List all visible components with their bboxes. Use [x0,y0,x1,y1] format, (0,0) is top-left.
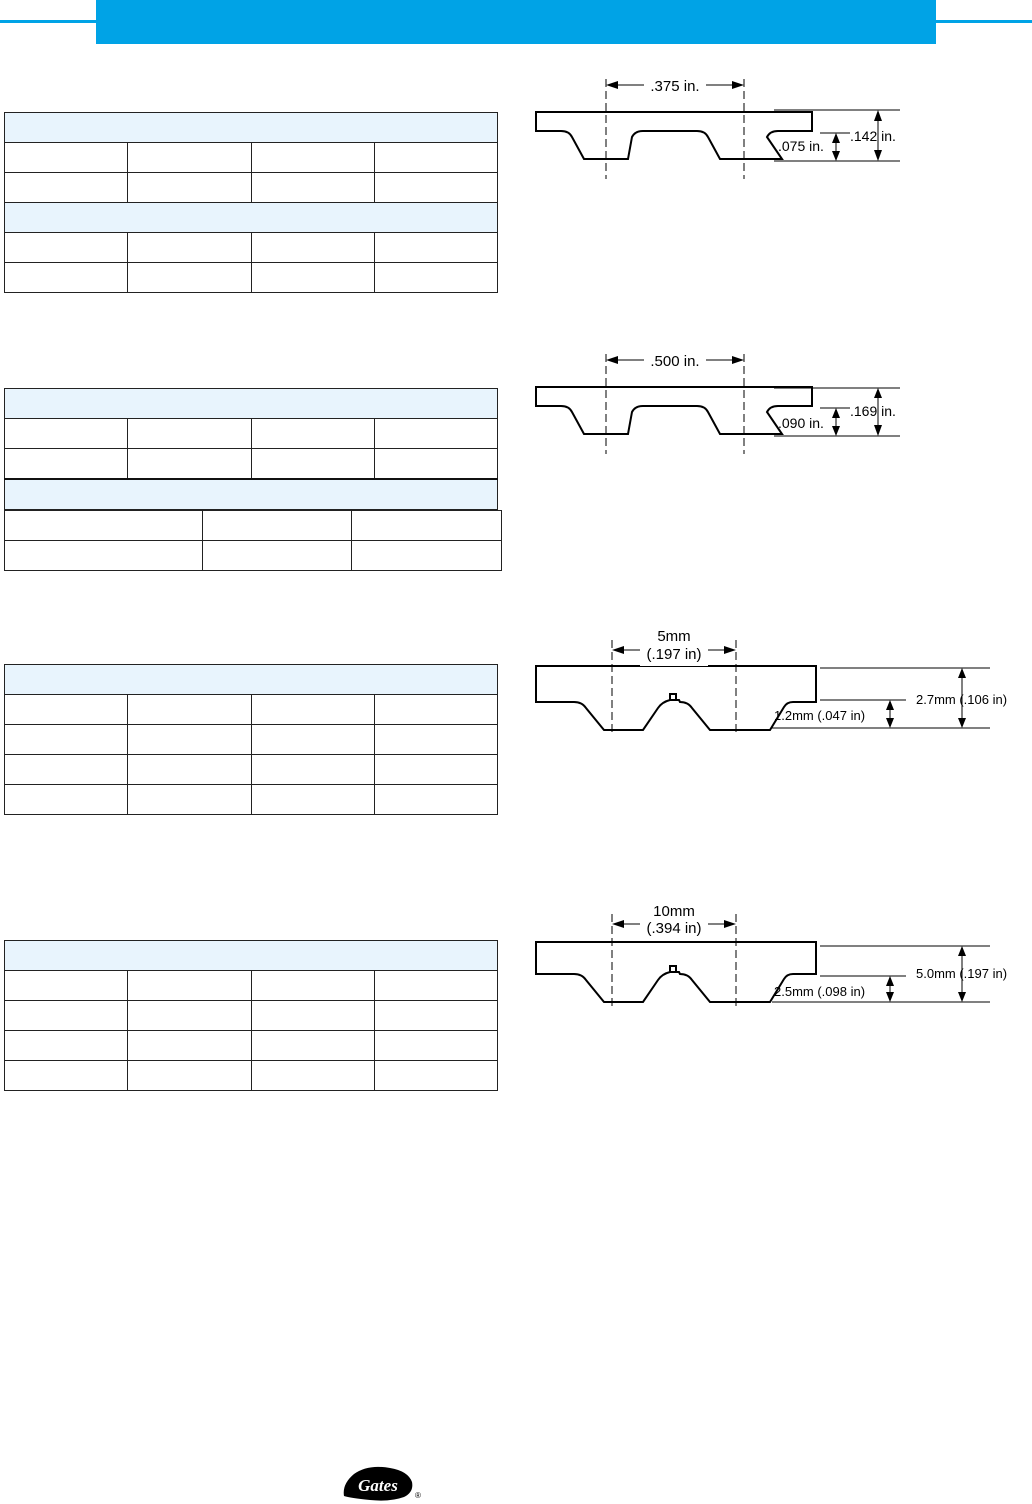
arrow-right-icon [724,646,736,654]
pitch-label: 5mm [657,628,690,645]
table-row [3,418,499,449]
belt-height-label: .169 in. [850,403,896,419]
arrow-down-icon [886,718,894,728]
table-section-header [4,388,498,419]
pitch-label: .500 in. [650,353,699,370]
arrow-up-icon [832,408,840,418]
pitch-label: 10mm [653,903,695,920]
tooth-height-label: .090 in. [778,415,824,431]
table-row [3,1000,499,1031]
arrow-left-icon [606,81,618,89]
arrow-down-icon [832,426,840,436]
table-row [3,262,499,293]
table-row [3,1060,499,1091]
tooth-height-label: 1.2mm (.047 in) [774,708,865,723]
table-section-header [4,112,498,143]
arrow-down-icon [874,150,882,161]
table-row [3,1030,499,1061]
belt-height-label: 2.7mm (.106 in) [916,692,1007,707]
tooth-height-label: 2.5mm (.098 in) [774,984,865,999]
belt-height-label: .142 in. [850,128,896,144]
spec-table-3 [3,664,499,815]
arrow-left-icon [612,646,624,654]
belt-height-label: 5.0mm (.197 in) [916,966,1007,981]
table-row [3,448,499,480]
gates-logo: Gates ® [343,1466,421,1501]
tooth-height-label: .075 in. [778,138,824,154]
table-row [3,172,499,203]
table-section-header [4,202,498,233]
table-row [4,510,502,541]
table-row [3,694,499,725]
arrow-down-icon [958,992,966,1002]
arrow-down-icon [832,151,840,161]
header-bar [96,0,936,44]
table-section-header [4,478,498,510]
table-row [3,970,499,1001]
spec-table-4 [3,940,499,1091]
arrow-up-icon [958,946,966,956]
registered-mark: ® [415,1491,421,1500]
pitch-label: .375 in. [650,78,699,95]
spec-table-2b [4,510,502,571]
belt-outline [535,941,817,1003]
table-row [3,142,499,173]
belt-outline [535,111,813,160]
arrow-up-icon [832,133,840,143]
arrow-up-icon [874,388,882,398]
table-section-header [4,664,498,695]
belt-outline [535,386,813,435]
spec-table-2 [3,388,499,510]
arrow-left-icon [612,920,624,928]
arrow-up-icon [874,110,882,121]
arrow-down-icon [886,992,894,1002]
belt-profile-diagram-4: 10mm (.394 in) 2.5mm (.098 in) 5.0mm (.1… [535,902,1007,1010]
gates-logo-text: Gates [358,1476,398,1495]
table-row [4,540,502,571]
arrow-right-icon [732,356,744,364]
arrow-right-icon [732,81,744,89]
belt-profile-diagram-1: .375 in. .075 in. .142 in. [535,77,900,179]
arrow-right-icon [724,920,736,928]
table-section-header [4,940,498,971]
spec-table-1 [3,112,499,293]
table-row [3,784,499,815]
arrow-up-icon [886,976,894,986]
belt-profile-diagram-2: .500 in. .090 in. .169 in. [535,352,900,454]
arrow-left-icon [606,356,618,364]
table-row [3,232,499,263]
belt-profile-diagram-3: 5mm (.197 in) 1.2mm (.047 in) 2.7mm (.10… [535,626,1007,734]
pitch-label-inch: (.394 in) [646,920,701,937]
arrow-up-icon [958,668,966,678]
table-row [3,724,499,755]
belt-outline [535,665,817,731]
pitch-label-inch: (.197 in) [646,646,701,663]
arrow-down-icon [958,718,966,728]
arrow-up-icon [886,700,894,710]
arrow-down-icon [874,425,882,436]
table-row [3,754,499,785]
